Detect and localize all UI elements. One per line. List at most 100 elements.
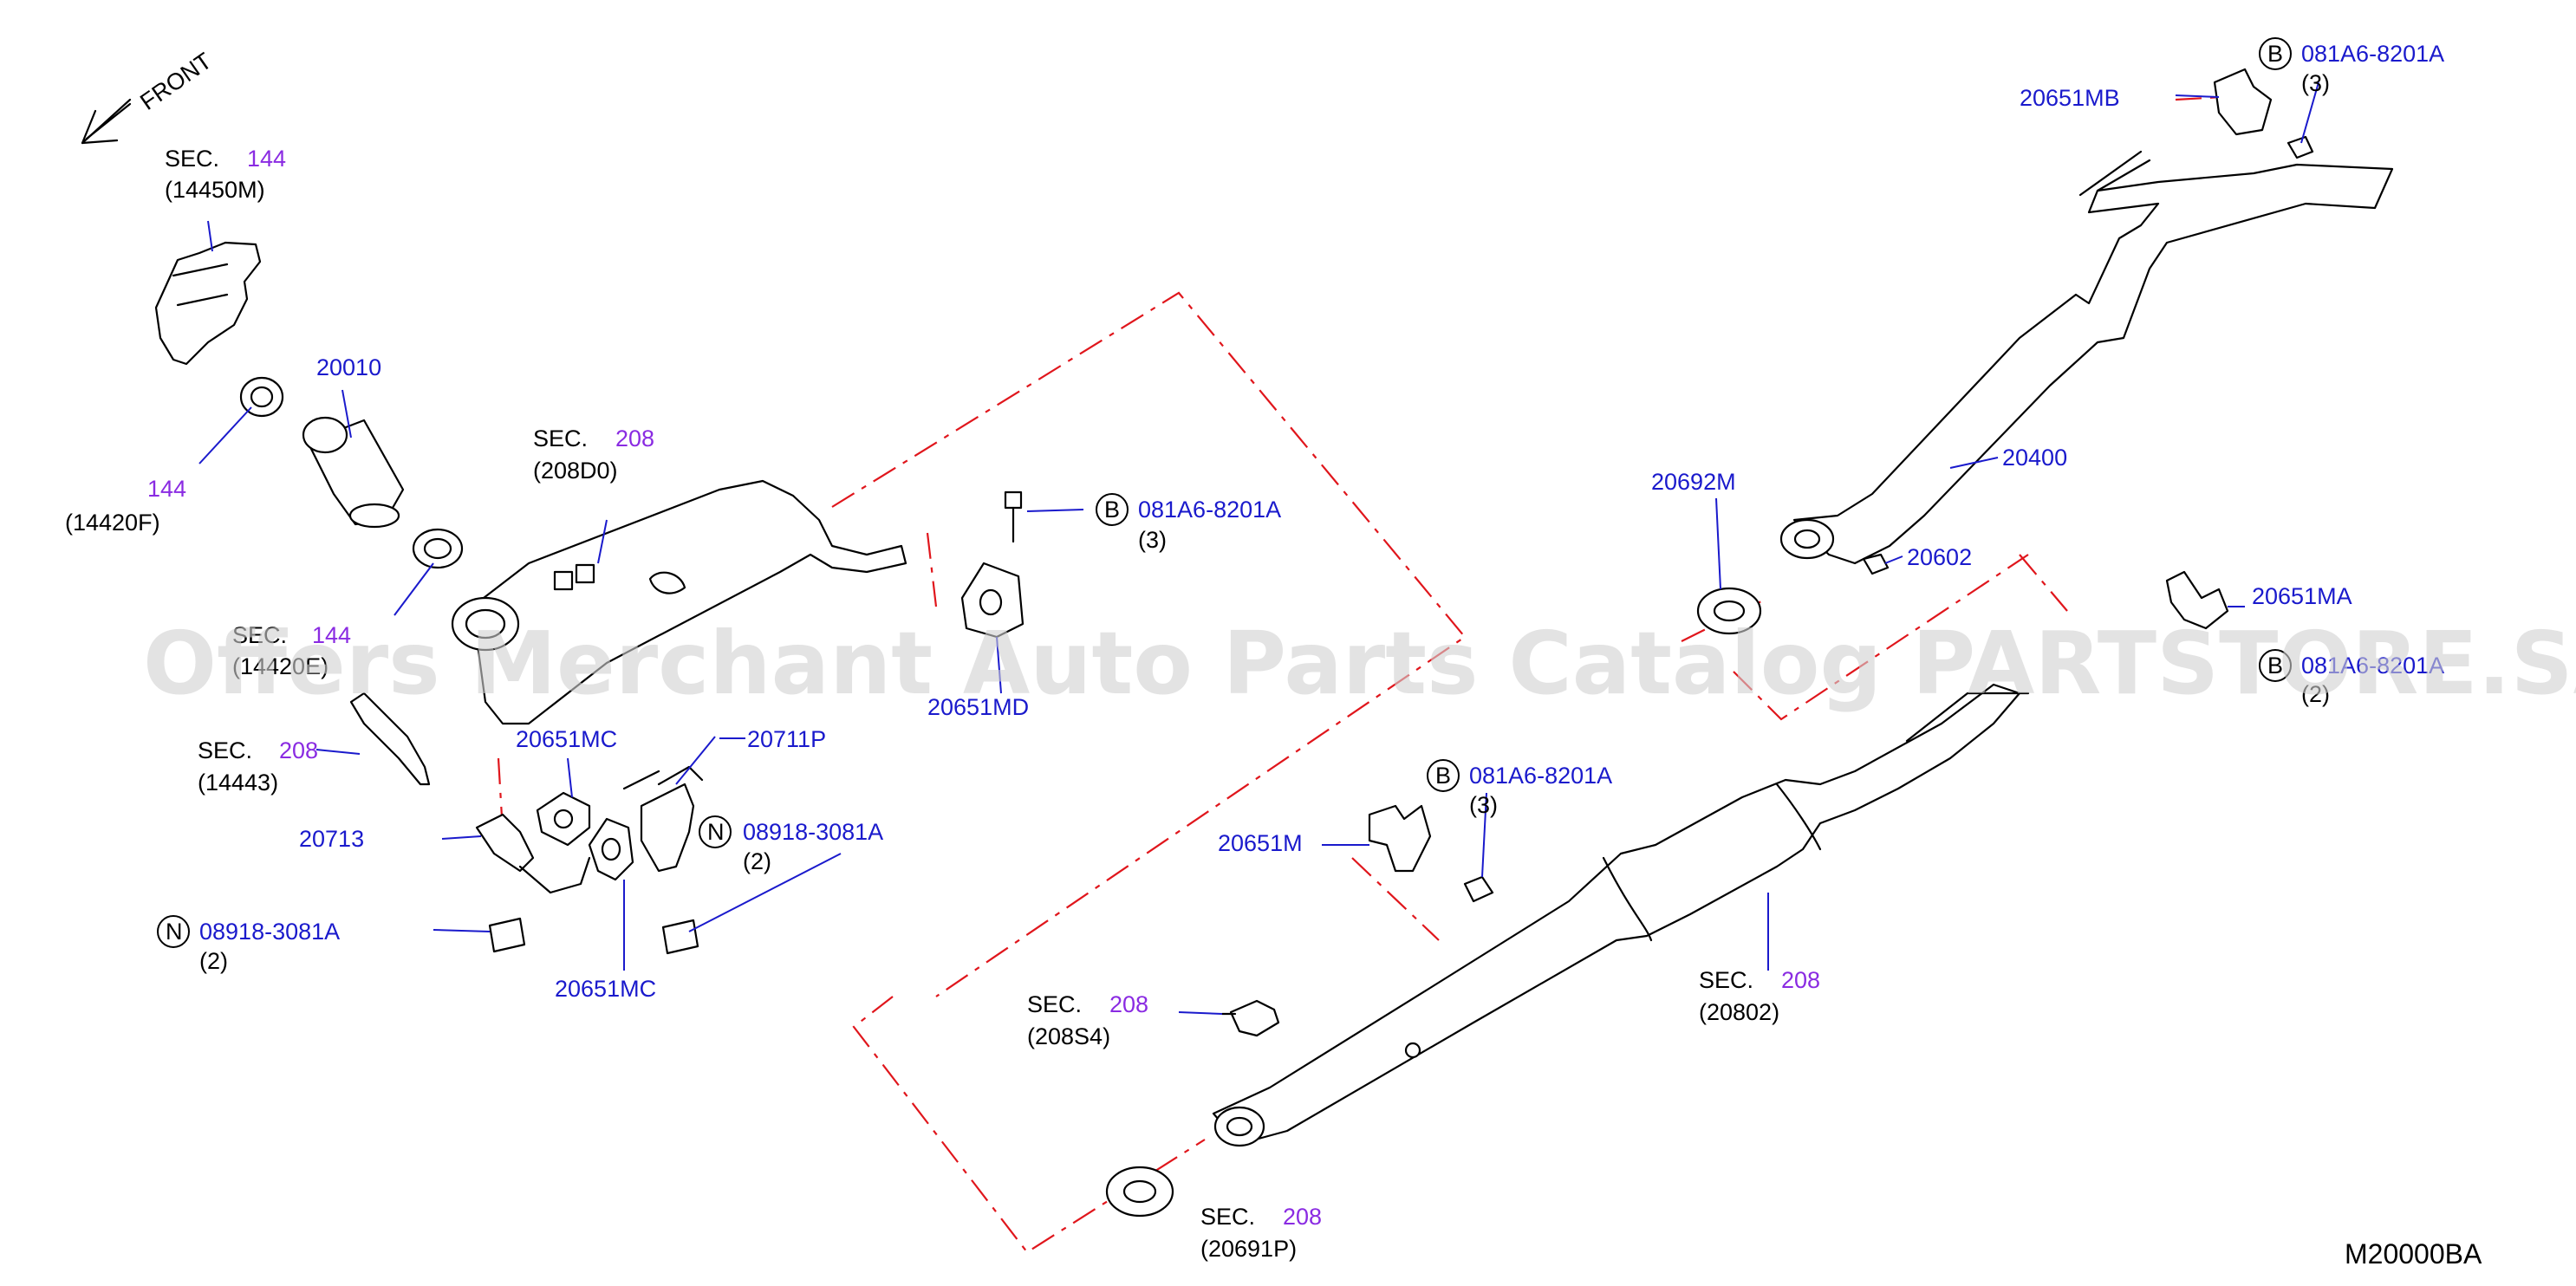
fastener-callout-b4: B 081A6-8201A (3) xyxy=(1427,759,1612,818)
section-ref-20802: SEC. 208 (20802) xyxy=(1699,967,1820,1025)
hanger-20651MB xyxy=(2213,68,2314,159)
fastener-callout-n2: N 08918-3081A (2) xyxy=(157,915,340,974)
fastener-letter: B xyxy=(1435,763,1451,789)
fastener-qty: (3) xyxy=(1469,792,1498,818)
fastener-qty: (2) xyxy=(2301,681,2330,707)
sec-number[interactable]: 144 xyxy=(247,146,286,172)
hanger-20651M xyxy=(1368,804,1494,903)
sec-number[interactable]: 144 xyxy=(312,622,351,648)
sec-prefix: SEC. xyxy=(198,737,252,763)
bolt-b-icon xyxy=(2259,649,2292,682)
center-pipe-20802 xyxy=(1212,683,2030,1147)
fastener-qty: (2) xyxy=(743,848,771,874)
fastener-code[interactable]: 081A6-8201A xyxy=(2301,41,2444,67)
part-label-20651MA[interactable]: 20651MA xyxy=(2252,583,2352,609)
part-label-20692M[interactable]: 20692M xyxy=(1651,469,1736,495)
sec-number[interactable]: 208 xyxy=(615,425,654,451)
section-ref-208D0: SEC. 208 (208D0) xyxy=(533,425,654,484)
fastener-letter: B xyxy=(1104,497,1120,523)
bracket-20713 xyxy=(475,813,591,894)
fastener-code[interactable]: 081A6-8201A xyxy=(1138,497,1281,523)
leader-lines xyxy=(198,81,2319,1015)
gasket-20691P xyxy=(1105,1166,1174,1218)
sec-ref: (14420F) xyxy=(65,510,160,536)
part-label-20400[interactable]: 20400 xyxy=(2002,445,2067,471)
part-label-20651MC-a[interactable]: 20651MC xyxy=(516,726,617,752)
catalytic-converter-20010 xyxy=(302,416,405,529)
fastener-qty: (3) xyxy=(1138,527,1167,553)
section-ref-14450M: SEC. 144 (14450M) xyxy=(165,146,286,203)
tailpipe-20400 xyxy=(1779,150,2394,565)
sec-ref: (208D0) xyxy=(533,458,618,484)
fastener-code[interactable]: 08918-3081A xyxy=(199,919,340,945)
diagram-code: M20000BA xyxy=(2345,1238,2482,1270)
part-label-20010[interactable]: 20010 xyxy=(316,354,381,380)
hanger-20651MA xyxy=(2165,570,2229,630)
part-label-20602[interactable]: 20602 xyxy=(1907,544,1972,570)
part-label-20651MC-b[interactable]: 20651MC xyxy=(555,976,656,1002)
hanger-insulator-20651MD xyxy=(960,490,1025,639)
bracket-20711P xyxy=(622,765,704,873)
front-muffler-part xyxy=(451,479,907,725)
front-arrow-icon: FRONT xyxy=(81,48,217,145)
fastener-letter: B xyxy=(2267,41,2283,67)
sec-number[interactable]: 208 xyxy=(1283,1204,1322,1230)
fastener-callout-b1: B 081A6-8201A (3) xyxy=(2259,37,2444,96)
sec-ref: (20691P) xyxy=(1200,1236,1297,1262)
fastener-code[interactable]: 081A6-8201A xyxy=(2301,653,2444,679)
sec-number[interactable]: 208 xyxy=(1781,967,1820,993)
heat-shield-part xyxy=(154,241,262,366)
bolt-b-icon xyxy=(1096,493,1129,526)
sec-number[interactable]: 208 xyxy=(279,737,318,763)
part-label-20651MB[interactable]: 20651MB xyxy=(2020,85,2120,111)
bracket-14443 xyxy=(349,692,431,786)
sec-ref: (20802) xyxy=(1699,999,1779,1025)
nut-n-icon xyxy=(157,915,190,948)
fastener-callout-b3: B 081A6-8201A (2) xyxy=(2259,649,2444,707)
sec-prefix: SEC. xyxy=(165,146,219,172)
fastener-letter: N xyxy=(166,919,183,945)
rubber-mount-20651MC-a xyxy=(536,791,591,847)
clamp-gasket-upper xyxy=(239,376,284,418)
watermark-text: Offers Merchant Auto Parts Catalog PARTS… xyxy=(143,613,2576,714)
fastener-callout-b2: B 081A6-8201A (3) xyxy=(1096,493,1281,553)
sec-number[interactable]: 144 xyxy=(147,476,186,502)
part-label-20711P[interactable]: 20711P xyxy=(747,726,826,752)
fastener-callout-n1: N 08918-3081A (2) xyxy=(699,815,883,874)
part-label-20713[interactable]: 20713 xyxy=(299,826,364,852)
part-label-20651M[interactable]: 20651M xyxy=(1218,830,1303,856)
sec-prefix: SEC. xyxy=(533,425,588,451)
bolt-b-icon xyxy=(2259,37,2292,70)
nut-20602 xyxy=(1862,553,1890,575)
fastener-letter: B xyxy=(2267,653,2283,679)
section-ref-14420E: SEC. 144 (14420E) xyxy=(232,622,351,679)
sec-number[interactable]: 208 xyxy=(1109,991,1148,1017)
clamp-gasket-lower xyxy=(412,528,464,569)
sec-prefix: SEC. xyxy=(1200,1204,1255,1230)
gasket-20692M xyxy=(1696,587,1762,635)
sec-prefix: SEC. xyxy=(1699,967,1753,993)
bolt-b-icon xyxy=(1427,759,1460,792)
sec-ref: (208S4) xyxy=(1027,1023,1110,1049)
sec-prefix: SEC. xyxy=(232,622,287,648)
sec-prefix: SEC. xyxy=(1027,991,1082,1017)
section-ref-208S4: SEC. 208 (208S4) xyxy=(1027,991,1148,1049)
nut-lower-left xyxy=(488,917,526,953)
sensor-208S4 xyxy=(1220,999,1280,1037)
fastener-code[interactable]: 081A6-8201A xyxy=(1469,763,1612,789)
section-ref-20691P: SEC. 208 (20691P) xyxy=(1200,1204,1322,1262)
fastener-qty: (3) xyxy=(2301,70,2330,96)
section-ref-14420F: 144 (14420F) xyxy=(65,476,186,536)
fastener-code[interactable]: 08918-3081A xyxy=(743,819,883,845)
part-label-20651MD[interactable]: 20651MD xyxy=(927,694,1029,720)
sec-ref: (14450M) xyxy=(165,177,265,203)
nut-n-icon xyxy=(699,815,732,848)
sec-ref: (14443) xyxy=(198,770,278,796)
section-ref-14443: SEC. 208 (14443) xyxy=(198,737,318,796)
front-label: FRONT xyxy=(135,48,216,115)
rubber-mount-20651MC-b xyxy=(588,817,634,881)
nut-lower-mid xyxy=(661,919,699,955)
fastener-qty: (2) xyxy=(199,948,228,974)
fastener-letter: N xyxy=(707,819,725,845)
